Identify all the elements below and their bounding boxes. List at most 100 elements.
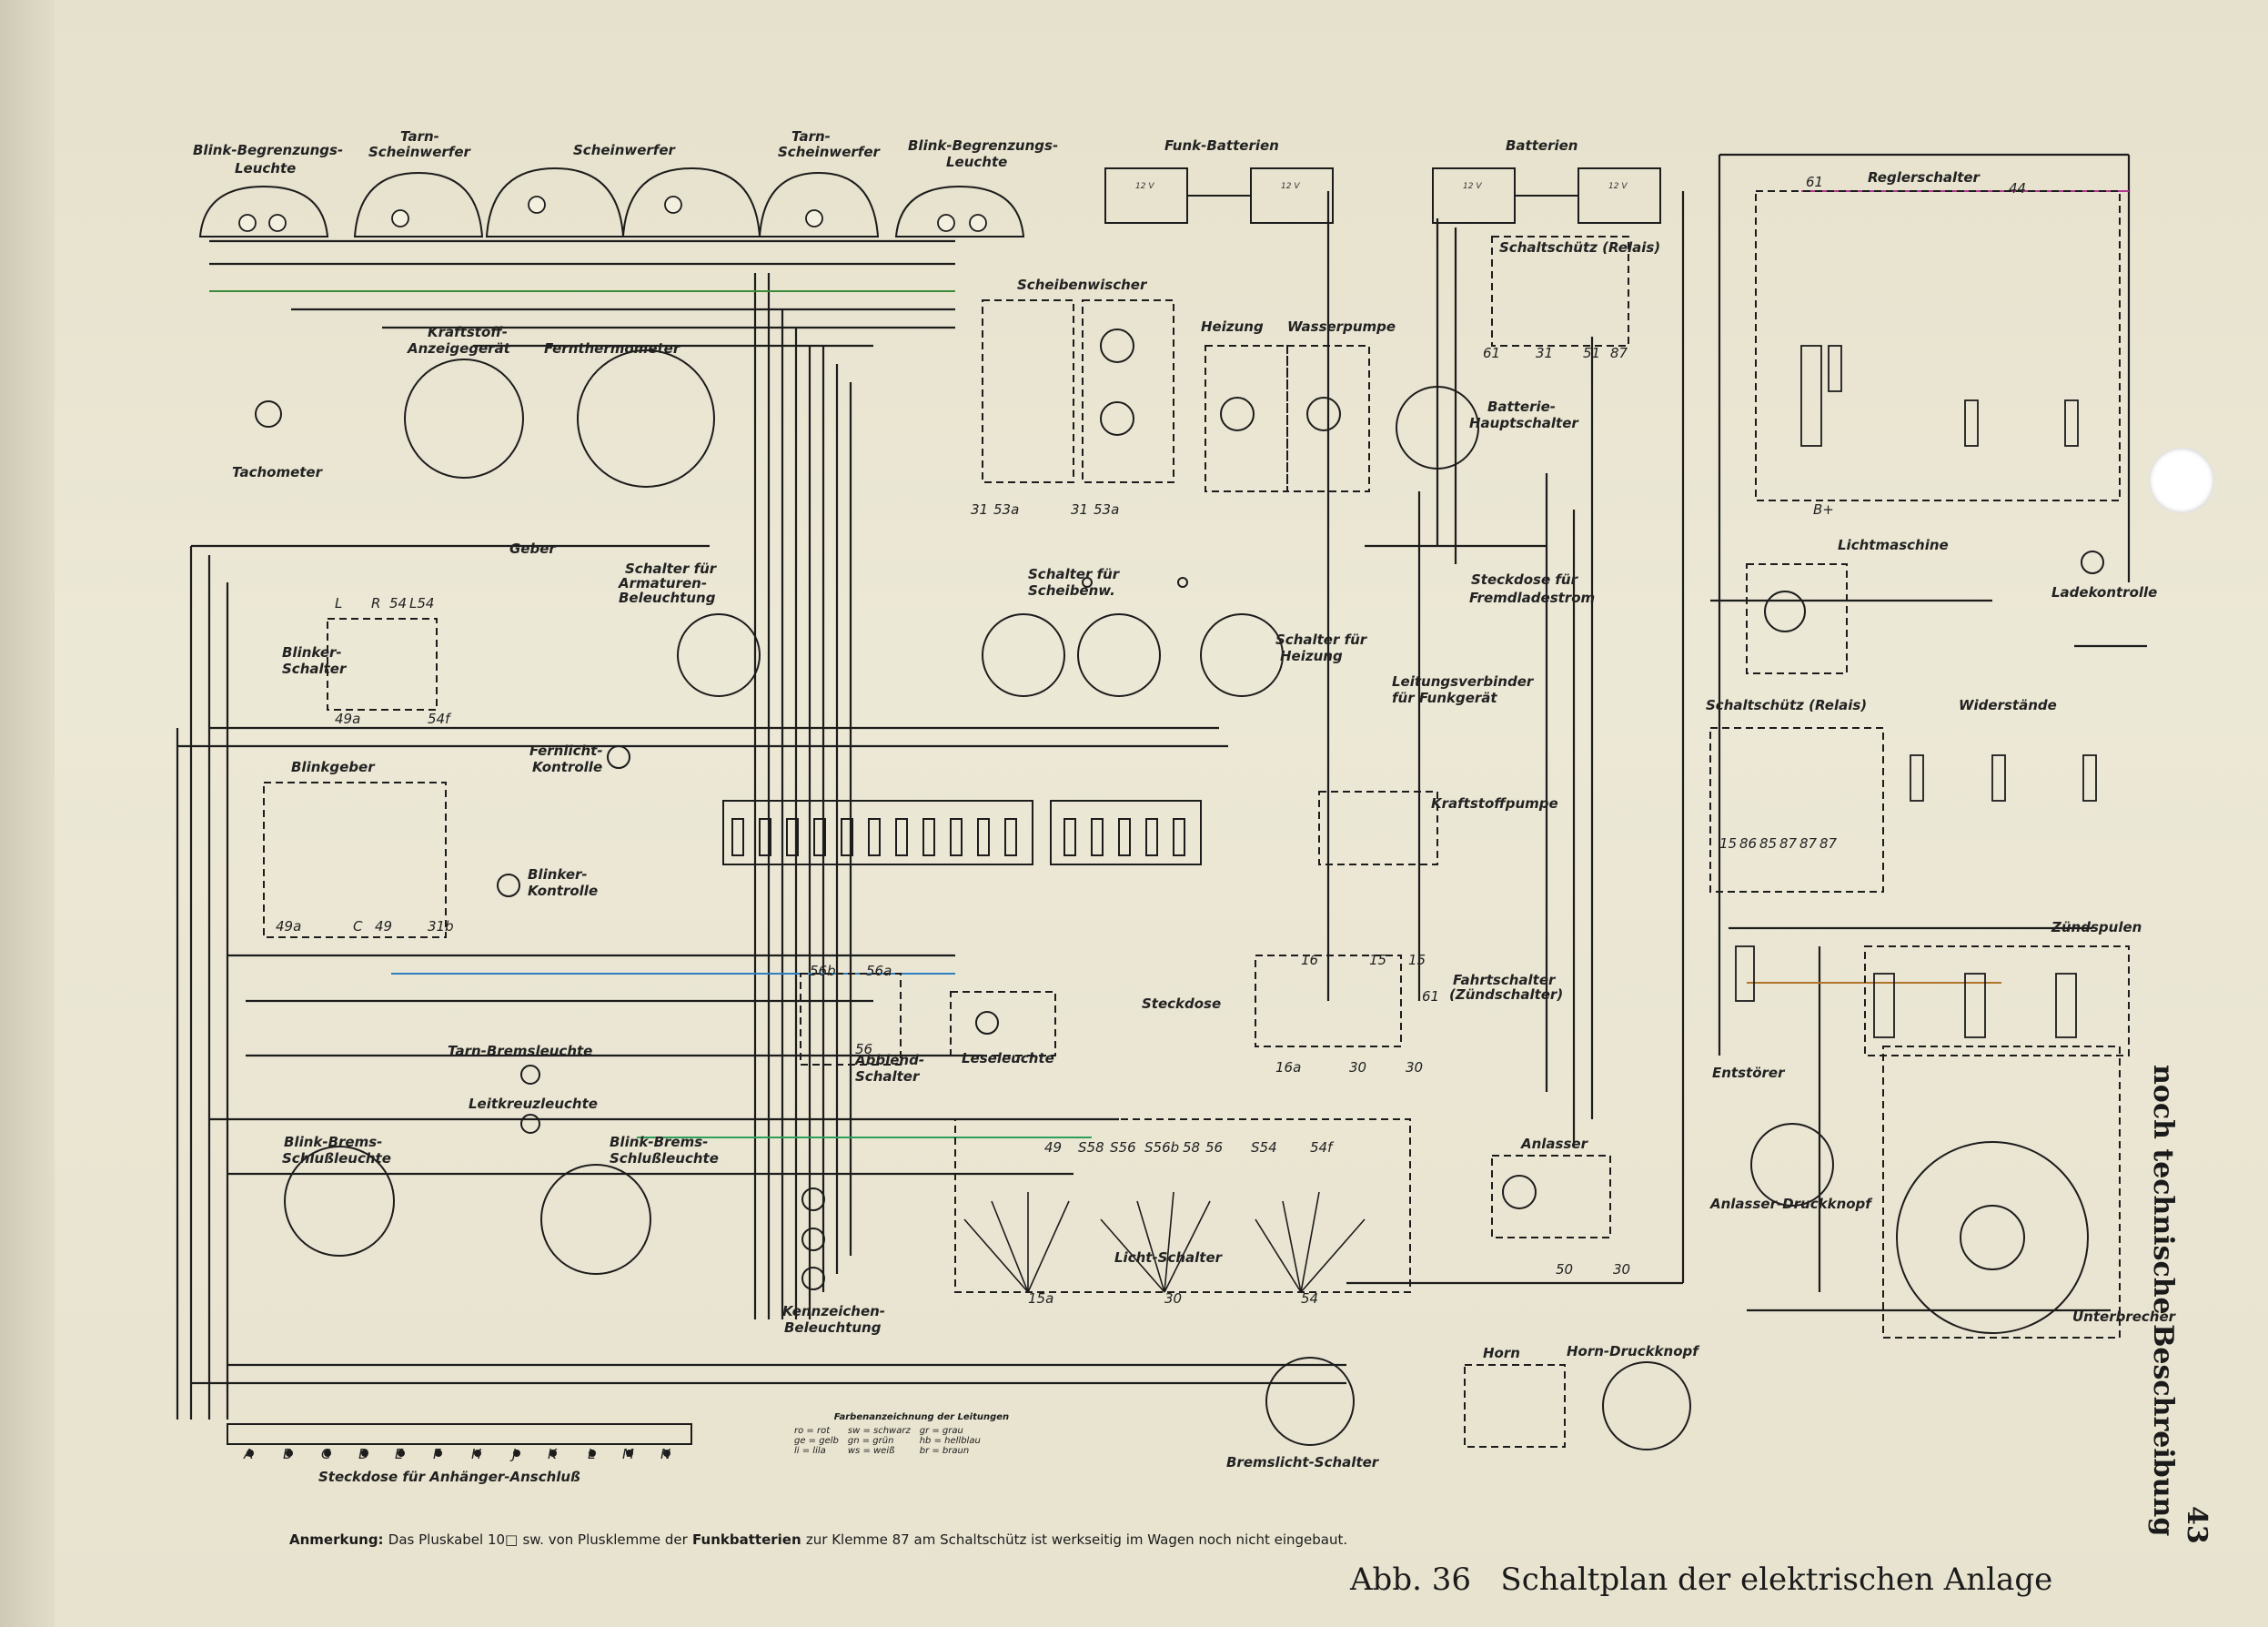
label-bremslicht-schalter: Bremslicht-Schalter [1226, 1454, 1380, 1470]
fuse-box [722, 800, 1202, 865]
label-tarn-scheinwerfer-l-1: Tarn- [400, 128, 439, 145]
label-schalter-heizung-1: Schalter für [1275, 632, 1368, 648]
wire-color-legend: Farbenanzeichnung der Leitungen ro = rot… [790, 1412, 1053, 1456]
legend-cell: ro = rot [794, 1426, 831, 1436]
legend-cell: gn = grün [847, 1436, 894, 1446]
terminal-31-b: 31 [1071, 501, 1088, 518]
relay-87-c: 87 [1819, 835, 1838, 852]
label-ladekontrolle: Ladekontrolle [2051, 584, 2157, 601]
label-steckdose-anhaenger: Steckdose für Anhänger-Anschluß [318, 1469, 580, 1485]
pin-C: C [321, 1446, 331, 1462]
label-scheinwerfer: Scheinwerfer [573, 142, 676, 158]
pin-B: B [283, 1446, 292, 1462]
page-number: 43 [2181, 1506, 2213, 1544]
label-tarn-scheinwerfer-r-1: Tarn- [791, 128, 831, 145]
label-schalter-armaturen-3: Beleuchtung [619, 590, 716, 606]
relay-87-b: 87 [1799, 835, 1818, 852]
connector-pins [247, 1450, 670, 1457]
connector-letters: A B C D E F H J K L M N [243, 1446, 670, 1462]
figure-title: Schaltplan der elektrischen Anlage [1500, 1561, 2053, 1598]
note-bold-1: Funkbatterien [692, 1531, 801, 1548]
ls-30: 30 [1164, 1290, 1182, 1307]
label-fernlicht-kontrolle-1: Fernlicht- [529, 743, 603, 759]
terminal-bplus: B+ [1813, 501, 1834, 518]
label-steckdose-fremdlade-1: Steckdose für [1471, 571, 1579, 588]
label-anlasser-druckknopf: Anlasser-Druckknopf [1709, 1196, 1873, 1212]
pin-L: L [588, 1446, 595, 1462]
label-licht-schalter: Licht-Schalter [1114, 1249, 1224, 1266]
label-scheibenwischer: Scheibenwischer [1017, 277, 1148, 293]
pin-D: D [358, 1446, 369, 1462]
pin-A: A [243, 1446, 253, 1462]
ls-S56: S56 [1110, 1139, 1136, 1156]
label-leitungsverbinder-2: für Funkgerät [1392, 690, 1497, 706]
terminal-L: L [335, 595, 342, 611]
side-title: noch technische Beschreibung [2147, 1065, 2179, 1537]
terminal-bg-49: 49 [375, 918, 392, 935]
ls-58: 58 [1183, 1139, 1200, 1156]
terminal-56b: 56b [810, 963, 836, 979]
label-tarn-scheinwerfer-l-2: Scheinwerfer [368, 144, 471, 160]
terminal-61-relay: 61 [1483, 345, 1500, 361]
label-zuendspulen: Zündspulen [2051, 919, 2142, 935]
label-blink-brems-r-2: Schlußleuchte [610, 1150, 719, 1167]
ls-54f: 54f [1310, 1139, 1335, 1156]
label-batterie-hauptschalter-2: Hauptschalter [1469, 415, 1579, 431]
light-switch-contacts [963, 1191, 1366, 1293]
battery-tags: 12 V 12 V 12 V 12 V [1135, 182, 1628, 191]
label-schalter-heizung-2: Heizung [1280, 648, 1343, 664]
label-blinker-kontrolle-2: Kontrolle [528, 883, 598, 899]
punch-hole [2149, 448, 2214, 513]
terminal-R: R [371, 595, 380, 611]
label-wasserpumpe: Wasserpumpe [1287, 318, 1396, 335]
legend-cell: sw = schwarz [847, 1426, 911, 1436]
label-steckdose-fremdlade-2: Fremdladestrom [1469, 590, 1595, 606]
label-widerstaende: Widerstände [1959, 697, 2057, 713]
label-tarn-scheinwerfer-r-2: Scheinwerfer [778, 144, 881, 160]
pin-K: K [548, 1446, 558, 1462]
label-funk-batterien: Funk-Batterien [1164, 137, 1279, 154]
label-geber: Geber [509, 541, 557, 557]
label-leuchte-r: Leuchte [946, 154, 1007, 170]
terminal-61-regler: 61 [1806, 174, 1823, 190]
figure-caption: Abb. 36 Schaltplan der elektrischen Anla… [1350, 1561, 2052, 1598]
note-text-3: zur Klemme 87 am Schaltschütz ist werkse… [805, 1531, 1348, 1548]
label-schaltschuetz-mid: Schaltschütz (Relais) [1706, 697, 1867, 713]
round-components [255, 328, 2104, 1450]
pin-J: J [509, 1446, 516, 1462]
legend-row: ge = gelb gn = grün hb = hellblau [790, 1436, 985, 1446]
terminal-87: 87 [1610, 345, 1628, 361]
label-tarn-bremsleuchte: Tarn-Bremsleuchte [448, 1043, 592, 1059]
legend-row: li = lila ws = weiß br = braun [790, 1446, 985, 1456]
legend-table: ro = rot sw = schwarz gr = grau ge = gel… [790, 1426, 985, 1456]
label-blinker-schalter-2: Schalter [282, 661, 348, 677]
label-blink-brems-l-1: Blink-Brems- [284, 1134, 382, 1150]
terminal-56: 56 [855, 1041, 872, 1057]
legend-cell: ge = gelb [794, 1436, 839, 1446]
label-blink-begrenzung-r: Blink-Begrenzungs- [908, 137, 1058, 154]
ls-54: 54 [1301, 1290, 1318, 1307]
label-horn: Horn [1483, 1345, 1520, 1361]
label-abblend-schalter-1: Abblend- [854, 1052, 924, 1068]
terminal-56a: 56a [866, 963, 892, 979]
label-schaltschuetz-top: Schaltschütz (Relais) [1499, 239, 1660, 256]
lamp-bulbs [238, 196, 987, 232]
label-blinker-schalter-1: Blinker- [282, 644, 342, 661]
ls-S58: S58 [1078, 1139, 1104, 1156]
legend-cell: br = braun [919, 1446, 970, 1456]
pin-F: F [433, 1446, 441, 1462]
figure-number: Abb. 36 [1350, 1561, 1471, 1598]
pin-N: N [660, 1446, 670, 1462]
label-heizung: Heizung [1201, 318, 1264, 335]
label-leseleuchte: Leseleuchte [962, 1050, 1054, 1066]
annotation-note: Anmerkung: Das Pluskabel 10□ sw. von Plu… [289, 1531, 1618, 1548]
terminal-30-anlasser: 30 [1613, 1261, 1630, 1278]
resistor-symbols [1735, 345, 2097, 1038]
pin-M: M [622, 1446, 634, 1462]
lamp-row [198, 167, 1025, 237]
terminal-bg-49a: 49a [276, 918, 301, 935]
label-fahrtschalter-2: (Zündschalter) [1449, 986, 1563, 1003]
note-prefix: Anmerkung: [289, 1531, 384, 1548]
label-fernthermometer: Fernthermometer [544, 340, 681, 357]
